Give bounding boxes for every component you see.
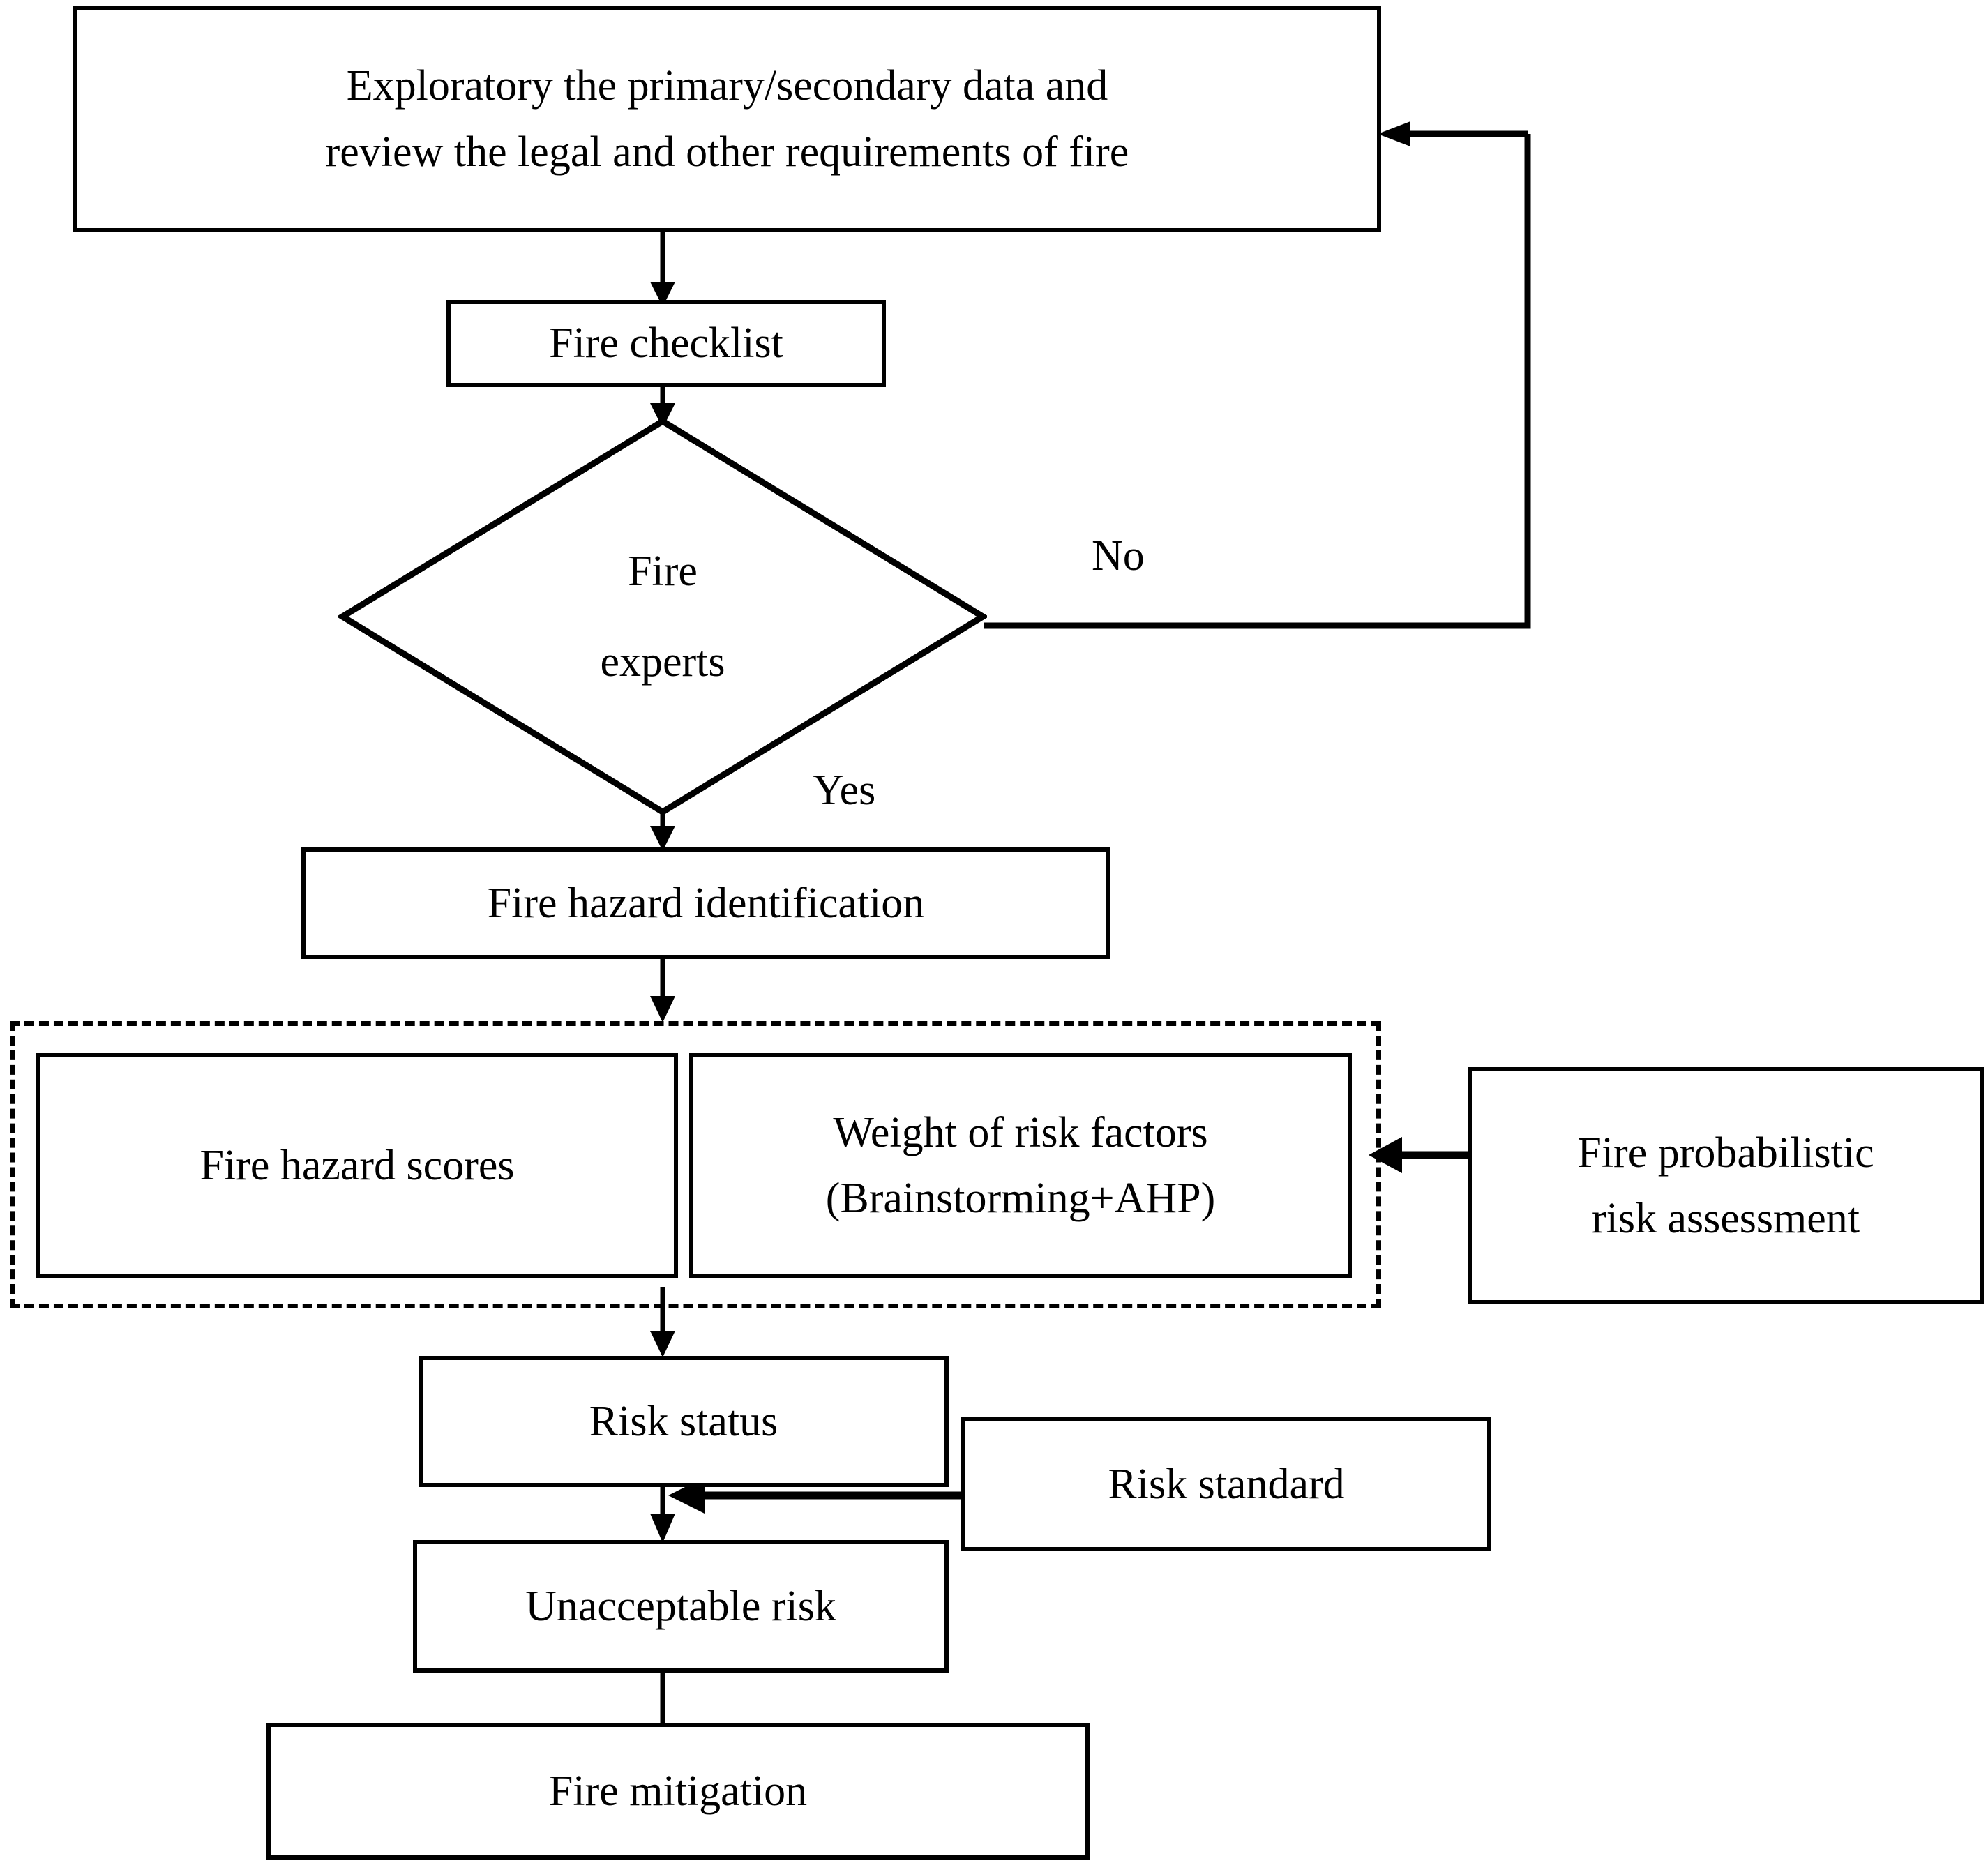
node-risk-status-label: Risk status [589,1397,778,1445]
node-fire-hazard-identification-label: Fire hazard identification [487,879,925,927]
node-unacceptable-risk[interactable]: Unacceptable risk [413,1540,949,1673]
node-unacceptable-risk-label: Unacceptable risk [525,1582,836,1630]
connector-hazard-identification-to-assessment-group [650,957,675,1023]
node-fire-hazard-scores-label: Fire hazard scores [199,1141,515,1189]
connector-checklist-to-experts [650,387,675,428]
node-fire-checklist[interactable]: Fire checklist [446,300,886,387]
node-risk-status[interactable]: Risk status [419,1356,949,1487]
node-fire-mitigation[interactable]: Fire mitigation [266,1723,1090,1860]
node-fire-hazard-identification[interactable]: Fire hazard identification [301,847,1110,959]
node-fire-checklist-label: Fire checklist [549,319,783,368]
edge-label-no: No [1092,532,1145,580]
connector-experts-no-feedback [984,121,1531,629]
node-exploratory-line-1: Exploratory the primary/secondary data a… [346,62,1108,110]
node-fire-probabilistic-risk-assessment-line-1: Fire probabilistic [1577,1129,1874,1177]
node-risk-standard-label: Risk standard [1108,1460,1345,1508]
node-weight-of-risk-factors-line-1: Weight of risk factors [833,1108,1208,1156]
assessment-group-dashed-container [10,1021,1381,1308]
node-weight-of-risk-factors[interactable]: Weight of risk factors (Brainstorming+AH… [689,1053,1352,1278]
connector-risk-status-to-unacceptable-risk [650,1484,675,1543]
node-fire-hazard-scores[interactable]: Fire hazard scores [36,1053,678,1278]
connector-exploratory-to-checklist [650,232,675,307]
node-fire-experts-decision[interactable]: Fire experts [338,417,987,816]
node-exploratory-line-2: review the legal and other requirements … [325,128,1129,176]
node-fire-probabilistic-risk-assessment-line-2: risk assessment [1591,1195,1860,1242]
node-exploratory-data-review[interactable]: Exploratory the primary/secondary data a… [73,6,1381,232]
node-fire-probabilistic-risk-assessment[interactable]: Fire probabilistic risk assessment [1468,1067,1984,1304]
edge-label-yes: Yes [813,767,876,814]
node-fire-mitigation-label: Fire mitigation [548,1767,808,1815]
node-risk-standard[interactable]: Risk standard [961,1417,1491,1551]
connector-assessment-group-to-risk-status [650,1287,675,1357]
node-weight-of-risk-factors-line-2: (Brainstorming+AHP) [825,1175,1216,1222]
connector-probabilistic-to-assessment-group [1369,1137,1468,1173]
diamond-shape [338,417,987,816]
